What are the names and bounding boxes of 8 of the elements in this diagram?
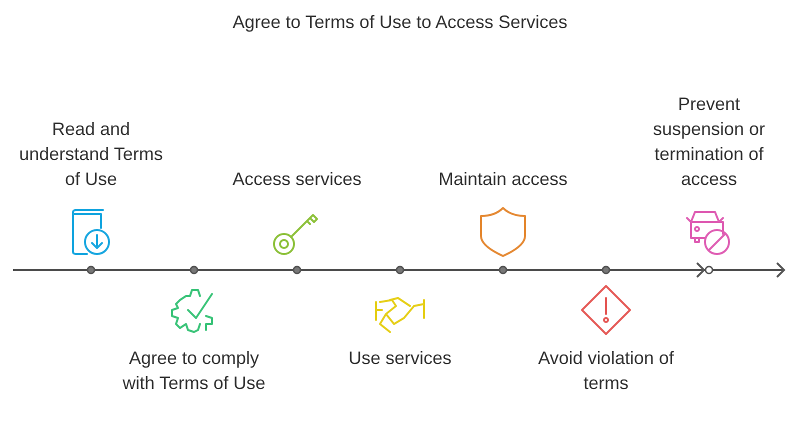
step-label: Agree to comply with Terms of Use [122,347,266,395]
step-label: Maintain access [437,168,569,191]
step-label: Use services [347,347,453,370]
title: Agree to Terms of Use to Access Services [232,12,568,33]
step-label: Avoid violation of terms [537,347,675,395]
step-label: Access services [231,168,363,191]
step-label: Prevent suspension or termination of access [652,93,766,191]
step-label: Read and understand Terms of Use [18,118,164,191]
